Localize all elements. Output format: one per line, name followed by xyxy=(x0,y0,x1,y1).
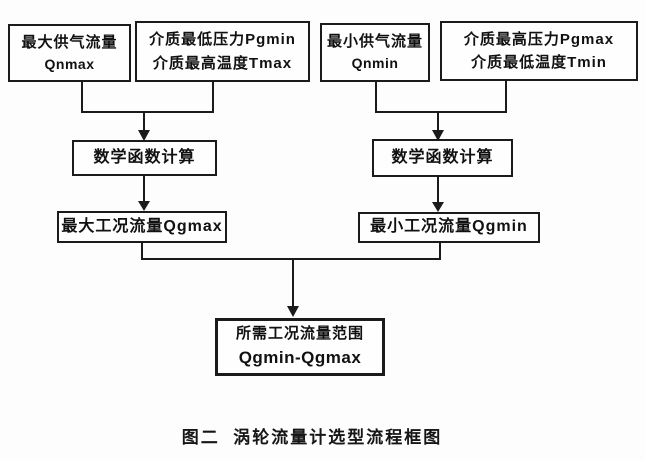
node-label: 最大工况流量Qgmax xyxy=(61,217,223,235)
figure-caption: 图二 涡轮流量计选型流程框图 xyxy=(181,428,443,447)
node-math-calc-left: 数学函数计算 xyxy=(72,140,217,176)
node-max-supply-flow: 最大供气流量 Qnmax xyxy=(8,24,131,82)
connector-right-top xyxy=(375,81,507,113)
arrowhead-right-math xyxy=(432,130,444,141)
node-label: 最小工况流量Qgmin xyxy=(370,218,528,236)
node-qgmin: 最小工况流量Qgmin xyxy=(358,212,540,243)
node-result-range: 所需工况流量范围 Qgmin-Qgmax xyxy=(215,318,385,376)
node-qgmax: 最大工况流量Qgmax xyxy=(57,211,227,243)
node-label-symbol: Qgmin-Qgmax xyxy=(238,348,362,368)
node-math-calc-right: 数学函数计算 xyxy=(372,139,513,177)
arrowhead-left-math xyxy=(138,130,150,141)
node-label: 数学函数计算 xyxy=(93,148,196,166)
node-medium-pgmax-tmin: 介质最高压力Pgmax 介质最低温度Tmin xyxy=(440,21,638,81)
node-label-symbol: Qnmax xyxy=(44,55,95,72)
node-label: 最小供气流量 xyxy=(326,33,423,51)
node-label-symbol: Qnmin xyxy=(351,55,399,72)
node-label: 所需工况流量范围 xyxy=(235,325,364,343)
node-label: 数学函数计算 xyxy=(391,148,494,166)
node-medium-pgmin-tmax: 介质最低压力Pgmin 介质最高温度Tmax xyxy=(135,21,310,82)
node-label: 最大供气流量 xyxy=(21,33,118,51)
arrowhead-right-qgmin xyxy=(432,202,444,212)
node-label: 介质最高压力Pgmax xyxy=(463,30,615,48)
node-label: 介质最低温度Tmin xyxy=(471,54,607,71)
arrowhead-result xyxy=(287,306,299,317)
connector-left-top xyxy=(81,81,214,113)
node-label: 介质最低压力Pgmin xyxy=(149,31,296,49)
node-label: 介质最高温度Tmax xyxy=(152,54,293,72)
connector-bottom xyxy=(141,243,441,260)
node-min-supply-flow: 最小供气流量 Qnmin xyxy=(320,23,430,82)
arrowhead-left-qgmax xyxy=(138,201,150,211)
